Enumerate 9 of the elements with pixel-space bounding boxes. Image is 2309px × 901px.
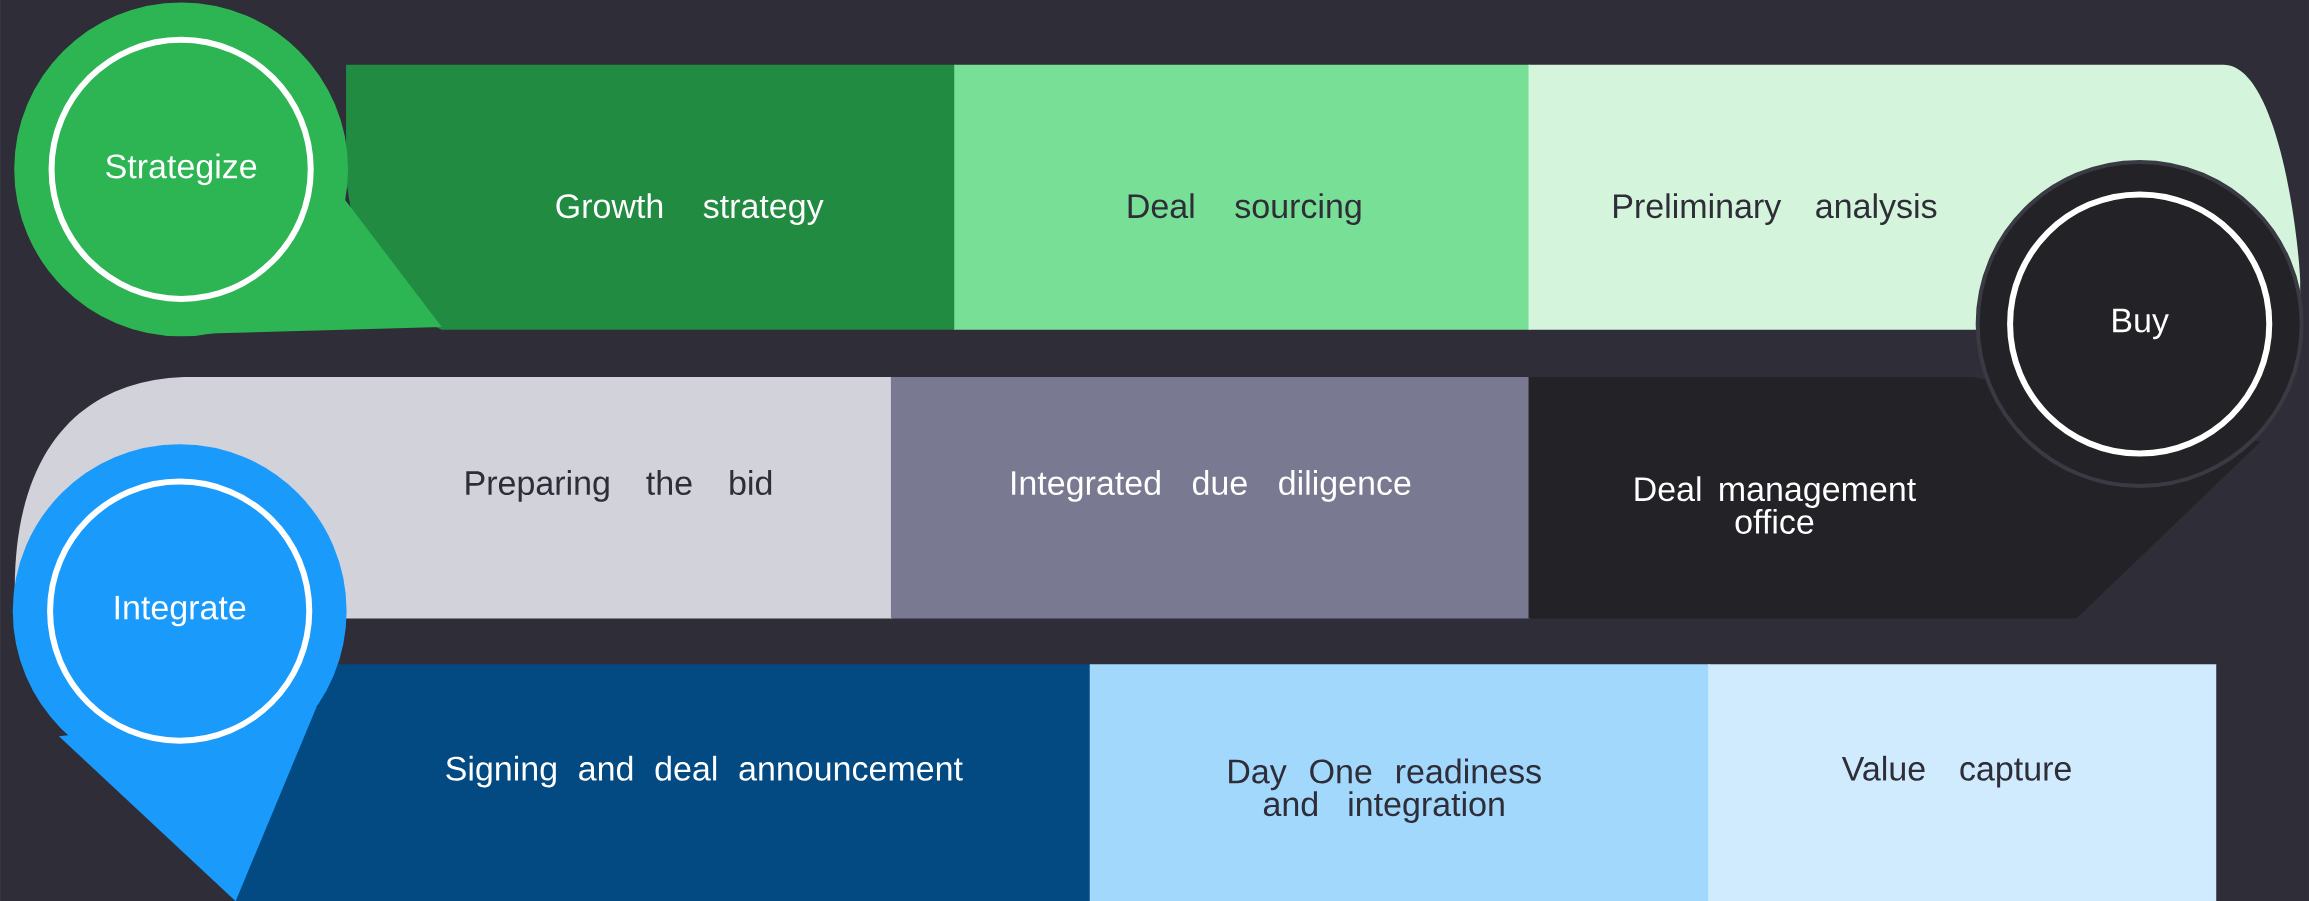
stage-pin: Buy xyxy=(1975,159,2304,488)
process-band: Day One readiness and integration xyxy=(1089,664,1710,901)
process-band: Value capture xyxy=(1708,664,2217,901)
stage-pin: Integrate xyxy=(12,444,347,901)
process-band: Growth strategy xyxy=(346,64,956,330)
process-band: Deal sourcing xyxy=(954,64,1530,330)
stage-pin: Strategize xyxy=(14,2,442,337)
process-band: Signing and deal announcement xyxy=(231,664,1092,901)
process-band: Integrated due diligence xyxy=(890,376,1530,619)
